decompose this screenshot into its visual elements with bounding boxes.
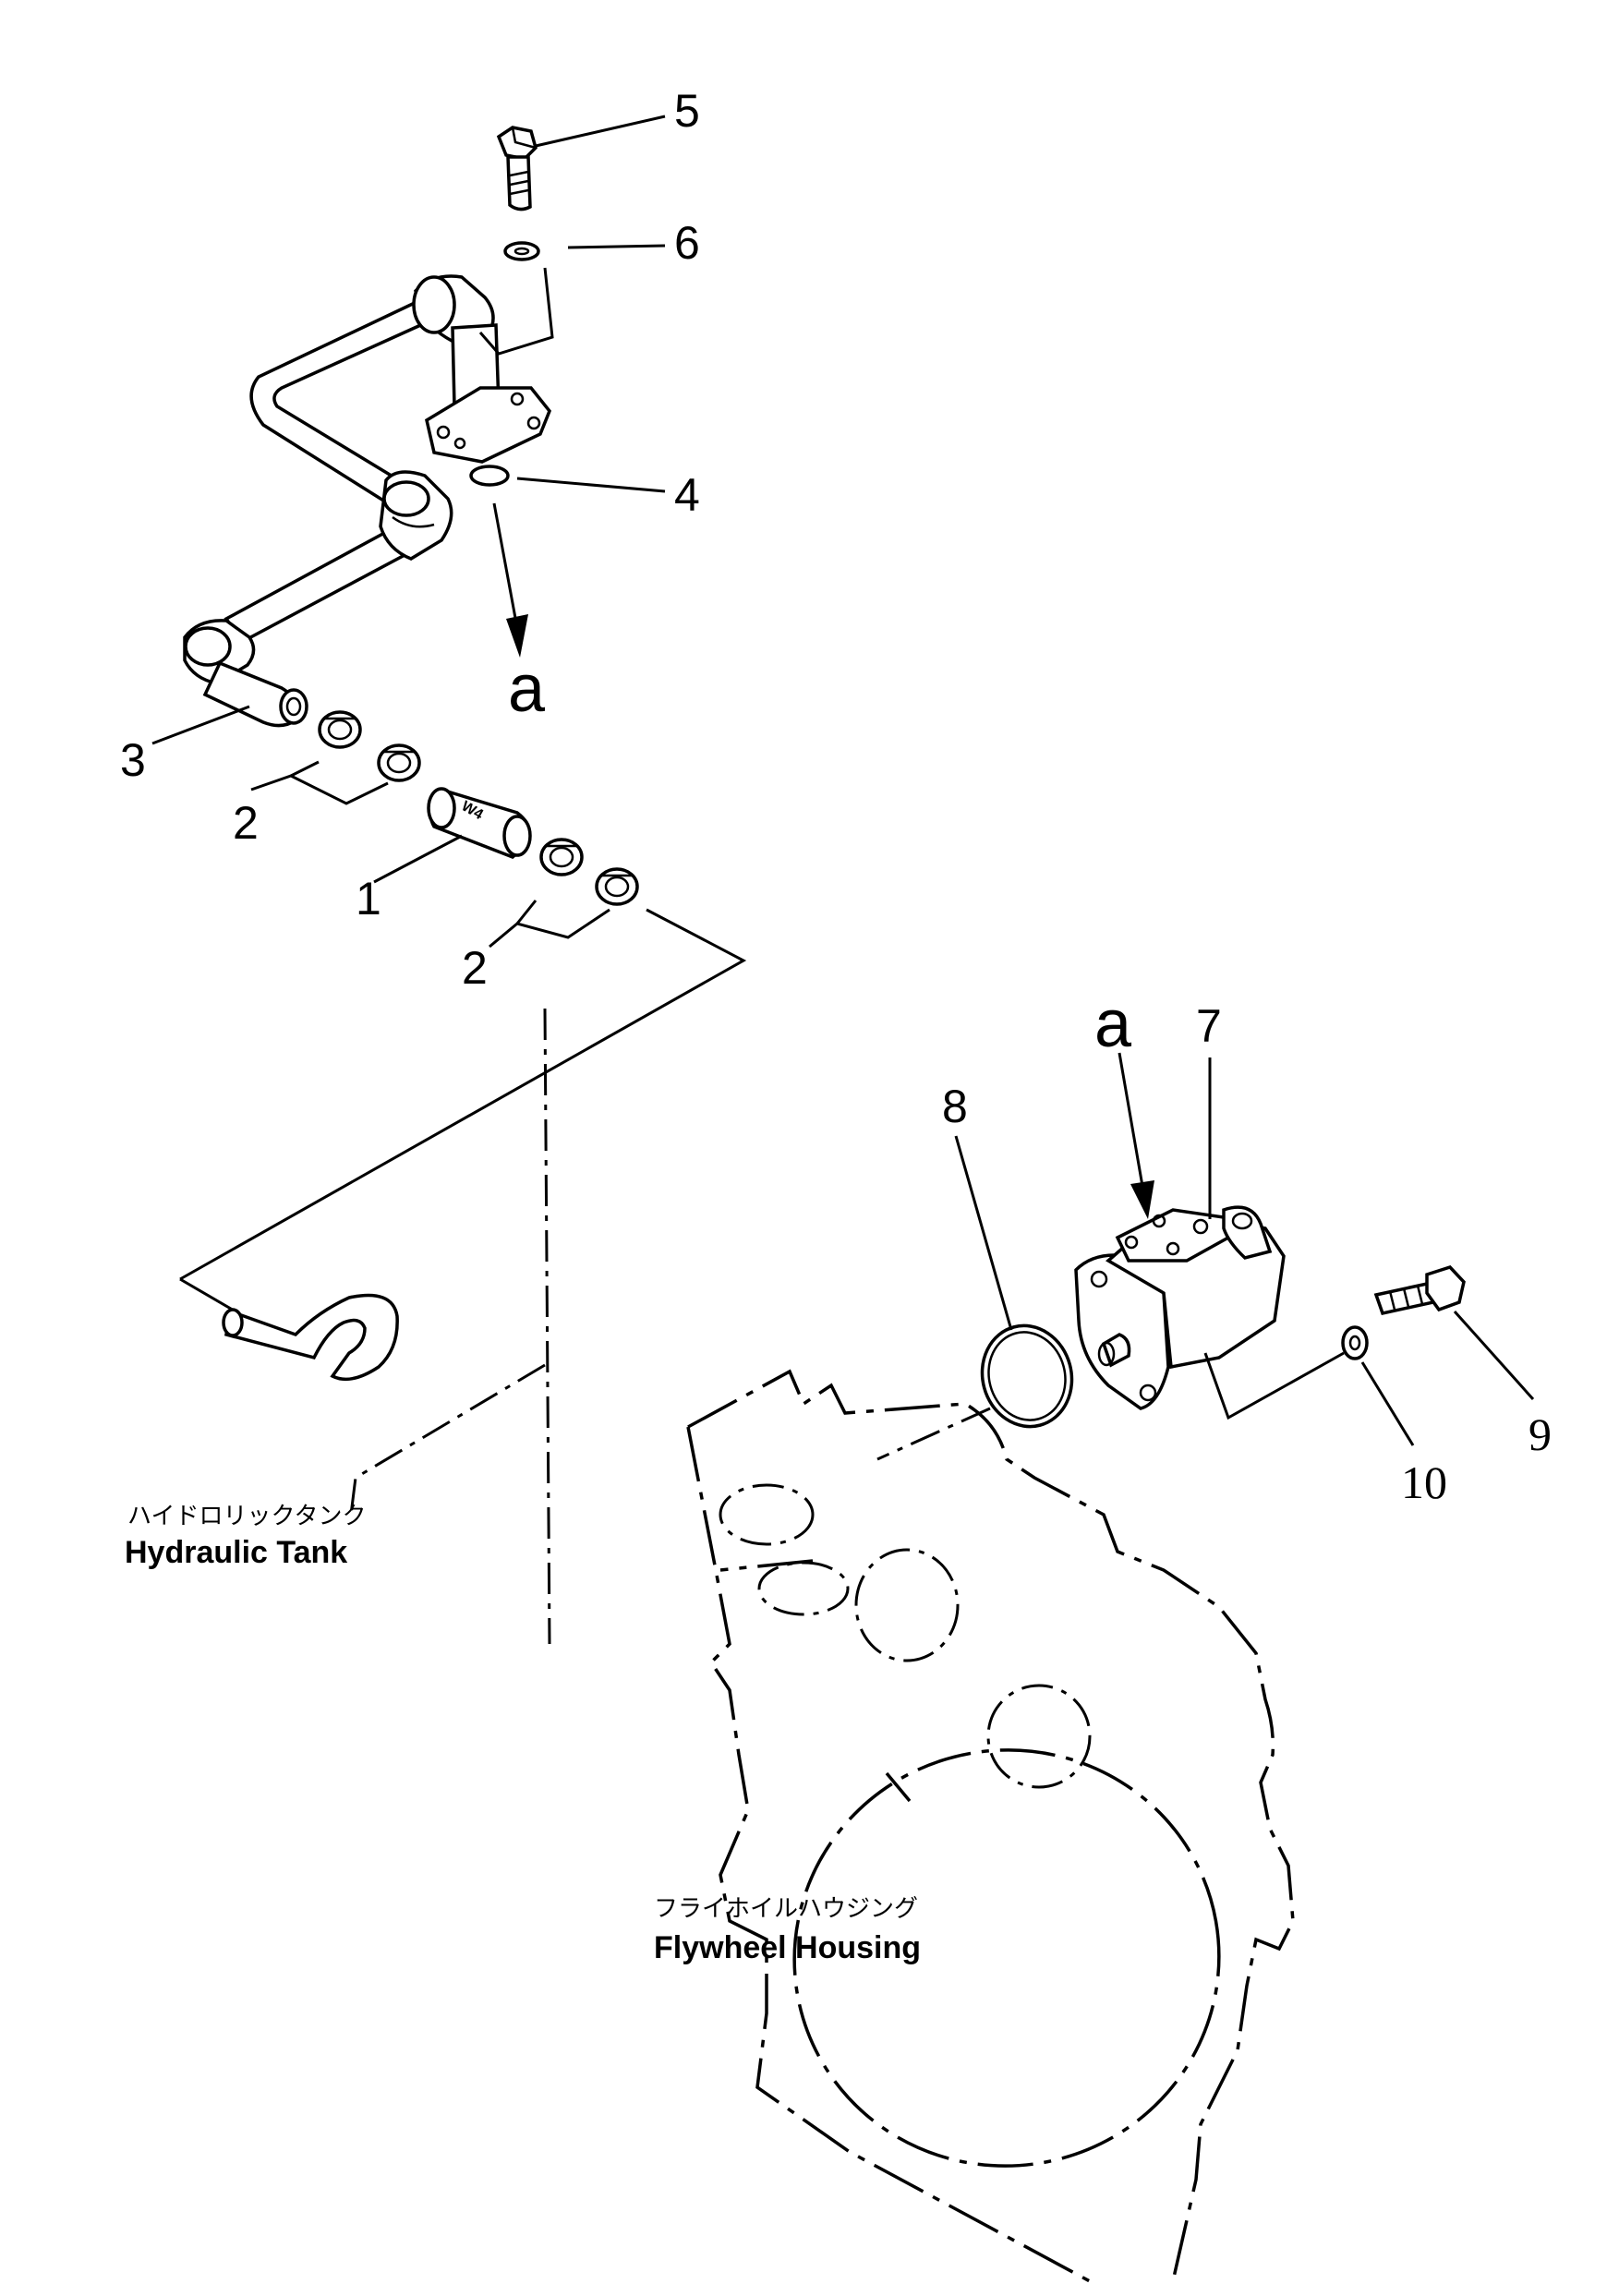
- callout-3: 3: [120, 734, 146, 786]
- flywheel-housing: [686, 1369, 1295, 2283]
- hydraulic-tank-label-en: Hydraulic Tank: [125, 1535, 347, 1570]
- leader-lines: [151, 115, 1535, 1461]
- reference-a-bottom: a: [1094, 987, 1132, 1061]
- washer-6: [503, 241, 540, 261]
- callout-8: 8: [942, 1081, 968, 1132]
- callout-9: 9: [1528, 1408, 1552, 1460]
- bolt-9: [1373, 1264, 1466, 1316]
- part-labels: ハイドロリックタンク Hydraulic Tank フライホイルハウジング Fl…: [125, 1503, 921, 1965]
- hydraulic-tank-connection: [179, 908, 747, 1645]
- callout-1: 1: [356, 873, 381, 924]
- pipe-assembly: [183, 274, 552, 728]
- reference-a-top: a: [508, 652, 546, 726]
- callout-4: 4: [674, 469, 700, 521]
- hose-1: W4: [427, 787, 532, 860]
- flywheel-housing-label-en: Flywheel Housing: [654, 1930, 921, 1965]
- o-ring-4: [469, 465, 510, 487]
- arrow-down-icon: [506, 614, 528, 658]
- hose-clamps-upper: [318, 710, 421, 782]
- callout-2-lower: 2: [462, 942, 488, 994]
- hydraulic-tank-label-jp: ハイドロリックタンク: [127, 1503, 366, 1530]
- bolt-5: [496, 126, 538, 211]
- washer-10: [1341, 1325, 1369, 1360]
- callout-10: 10: [1401, 1456, 1447, 1508]
- callout-6: 6: [674, 217, 700, 269]
- flywheel-housing-label-jp: フライホイルハウジング: [654, 1895, 918, 1923]
- arrow-down-icon: [1130, 1180, 1154, 1219]
- gear-pump-7: [1074, 1205, 1286, 1410]
- callout-2-upper: 2: [233, 797, 259, 849]
- callout-5: 5: [674, 85, 700, 137]
- callout-7: 7: [1196, 1000, 1222, 1052]
- o-ring-8: [980, 1323, 1074, 1429]
- reference-arrows: [492, 502, 1154, 1219]
- callout-numbers: 5 6 4 3 2 1 2 7 8 9 10 a a: [120, 85, 1552, 1508]
- hose-clamps-lower: [539, 838, 639, 906]
